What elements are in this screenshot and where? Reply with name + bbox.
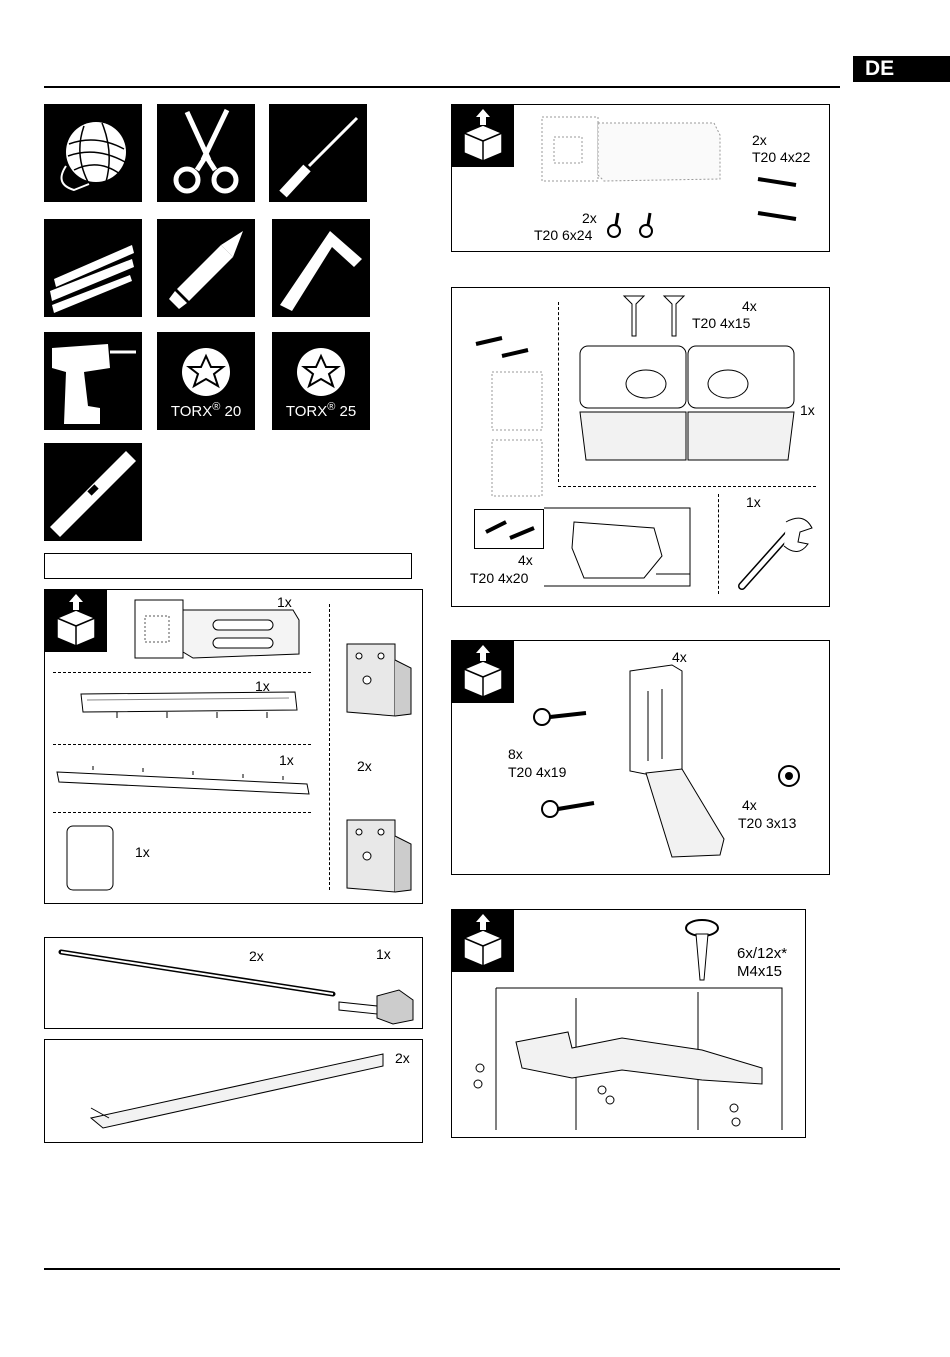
long-screws-qty: 8x xyxy=(508,746,523,763)
screws-a-spec: T20 4x22 xyxy=(752,149,810,166)
screw-icon xyxy=(538,795,598,825)
unbox-icon xyxy=(452,105,514,167)
small-screws-qty: 4x xyxy=(518,552,533,569)
short-screws-spec: T20 3x13 xyxy=(738,815,796,832)
parts-panel-vent: 2x T20 4x22 2x T20 6x24 xyxy=(451,104,830,252)
trim-strip-drawing xyxy=(89,1048,389,1128)
torx-20-label: TORX® 20 xyxy=(157,401,255,420)
strip-qty: 1x xyxy=(279,752,294,769)
hinge-unit-drawing xyxy=(576,342,798,474)
wood-screw-icon xyxy=(682,918,722,984)
mount-screws-qty: 6x/12x* xyxy=(737,945,787,962)
parts-panel-mount: 6x/12x* M4x15 xyxy=(451,909,806,1138)
torx-25-label: TORX® 25 xyxy=(272,401,370,420)
wrench-icon xyxy=(736,512,816,592)
divider xyxy=(558,302,559,482)
mount-screws-spec: M4x15 xyxy=(737,963,782,980)
trim-panel: 2x xyxy=(44,1039,423,1143)
key-qty: 1x xyxy=(376,946,391,963)
screwdriver-icon xyxy=(269,104,367,202)
header-rule xyxy=(44,86,840,88)
divider xyxy=(53,672,311,673)
key-tool-drawing xyxy=(337,986,417,1026)
vent-bracket-qty: 1x xyxy=(277,594,292,611)
hinge-plate-drawing xyxy=(345,816,413,896)
parts-panel-left: 1x 1x 1x 1x 2x xyxy=(44,589,423,904)
divider xyxy=(53,744,311,745)
screw-icon xyxy=(774,761,804,791)
long-screws-spec: T20 4x19 xyxy=(508,764,566,781)
flap-hinge-drawing xyxy=(612,661,732,861)
screw-icon xyxy=(482,514,538,546)
hinge-plates-qty: 2x xyxy=(357,758,372,775)
try-square-icon xyxy=(272,219,370,317)
countersunk-qty: 4x xyxy=(742,298,757,315)
string-ball-icon xyxy=(44,104,142,202)
parts-panel-hinge: 4x T20 4x15 1x 4x T20 4x20 1x xyxy=(451,287,830,607)
divider xyxy=(718,494,719,594)
torx-20-icon: TORX® 20 xyxy=(157,332,255,430)
vent-assembly-drawing xyxy=(538,109,724,189)
parts-panel-flap: 4x 8x T20 4x19 4x T20 3x13 xyxy=(451,640,830,875)
hinge-plate-drawing xyxy=(345,640,413,720)
countersunk-screw-icon xyxy=(620,292,690,340)
trim-qty: 2x xyxy=(395,1050,410,1067)
torx-25-icon: TORX® 25 xyxy=(272,332,370,430)
divider xyxy=(558,486,816,487)
end-cap-drawing xyxy=(65,824,115,894)
spirit-level-icon xyxy=(44,443,142,541)
screws-a-qty: 2x xyxy=(752,132,767,149)
unbox-icon xyxy=(452,910,514,972)
pencil-icon xyxy=(157,219,255,317)
rods-qty: 2x xyxy=(249,948,264,965)
screw-icon xyxy=(754,173,804,227)
hinge-unit-qty: 1x xyxy=(800,402,815,419)
folding-rule-icon xyxy=(44,219,142,317)
small-screws-spec: T20 4x20 xyxy=(470,570,528,587)
screw-icon xyxy=(530,701,590,731)
rod-drawing xyxy=(57,944,337,1004)
rail-qty: 1x xyxy=(255,678,270,695)
screws-b-spec: T20 6x24 xyxy=(534,227,592,244)
mounting-bracket-drawing xyxy=(472,984,802,1134)
countersunk-spec: T20 4x15 xyxy=(692,315,750,332)
divider xyxy=(329,604,330,890)
unbox-icon xyxy=(45,590,107,652)
drill-icon xyxy=(44,332,142,430)
screw-icon xyxy=(604,209,660,243)
scissors-icon xyxy=(157,104,255,202)
unbox-icon xyxy=(452,641,514,703)
wrench-qty: 1x xyxy=(746,494,761,511)
language-tag: DE xyxy=(853,56,950,82)
hinge-plates-drawing xyxy=(472,332,552,498)
hinge-detail-drawing xyxy=(544,508,694,588)
rods-panel: 2x 1x xyxy=(44,937,423,1029)
footer-rule xyxy=(44,1268,840,1270)
cap-qty: 1x xyxy=(135,844,150,861)
short-screws-qty: 4x xyxy=(742,797,757,814)
divider xyxy=(53,812,311,813)
screws-b-qty: 2x xyxy=(582,210,597,227)
strip-drawing xyxy=(53,758,313,800)
caption-box xyxy=(44,553,412,579)
